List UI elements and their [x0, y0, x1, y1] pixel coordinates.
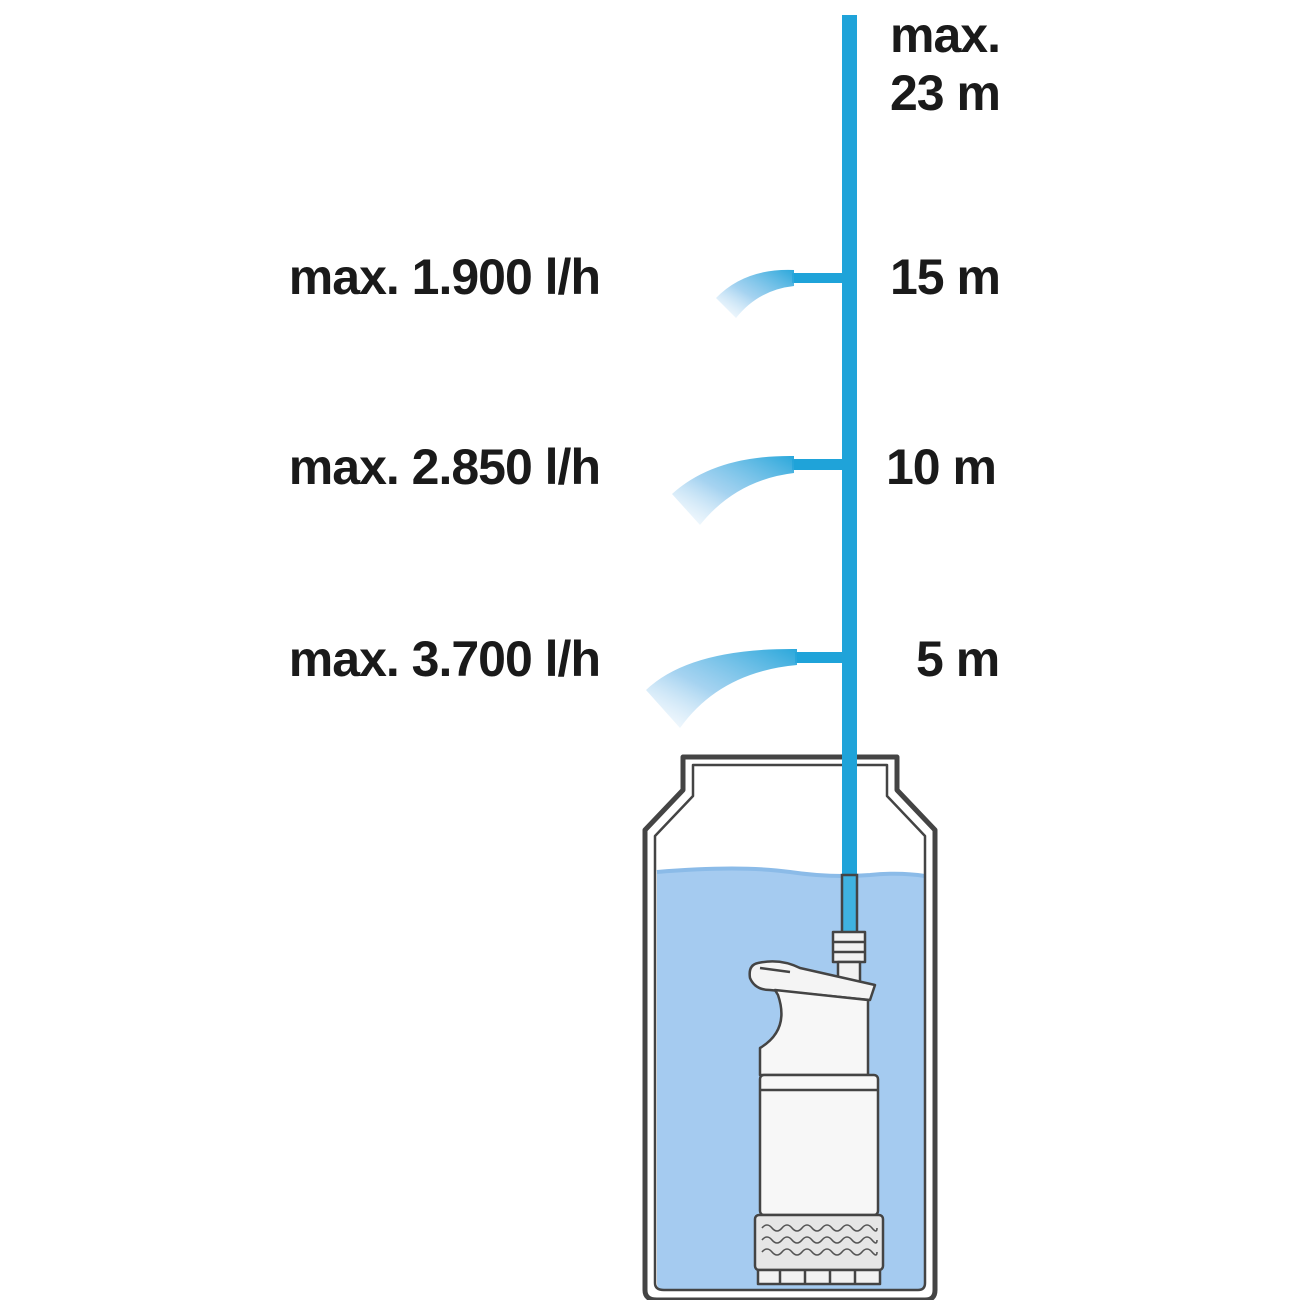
flow-label-10m: max. 2.850 l/h: [288, 439, 601, 495]
flow-label-15m: max. 1.900 l/h: [288, 249, 601, 305]
intake-grille: [761, 1224, 878, 1256]
max-height-label-line2: 23 m: [890, 65, 1001, 121]
outlet-10m: [672, 455, 844, 525]
riser-pipe: [840, 15, 859, 937]
flow-label-5m: max. 3.700 l/h: [288, 631, 601, 687]
container-inner-outline: [653, 763, 927, 1292]
height-label-15m: 15 m: [890, 249, 1001, 305]
outlet-15m: [716, 269, 844, 318]
max-height-label-line1: max.: [890, 7, 1001, 63]
water-surface: [656, 866, 926, 878]
height-label-5m: 5 m: [916, 631, 1000, 687]
height-label-10m: 10 m: [886, 439, 997, 495]
outlet-5m: [646, 648, 844, 728]
submersible-pump: [748, 930, 885, 1286]
